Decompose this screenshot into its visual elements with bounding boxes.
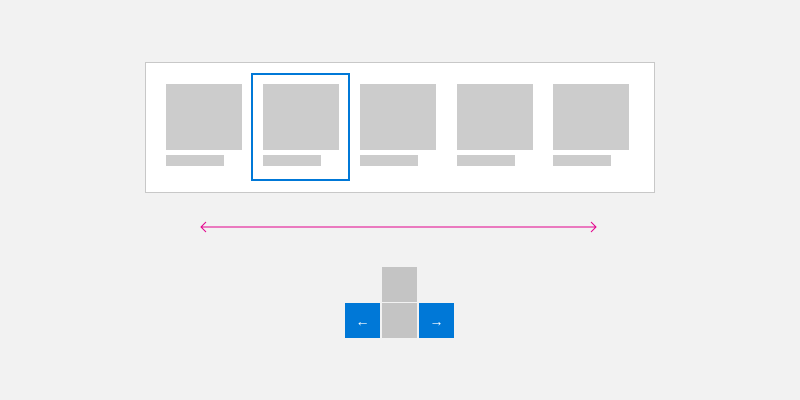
item-thumbnail: [553, 84, 629, 150]
item-thumbnail: [263, 84, 339, 150]
horizontal-list: [145, 62, 655, 193]
up-key: [382, 267, 417, 302]
left-key: ←: [345, 303, 380, 338]
item-label-placeholder: [360, 155, 418, 166]
focus-rectangle: [251, 73, 350, 181]
item-thumbnail: [166, 84, 242, 150]
item-thumbnail: [360, 84, 436, 150]
arrow-left-icon: ←: [355, 312, 370, 329]
item-label-placeholder: [457, 155, 515, 166]
right-key: →: [419, 303, 454, 338]
arrow-right-icon: →: [429, 312, 444, 329]
item-label-placeholder: [553, 155, 611, 166]
down-key: [382, 303, 417, 338]
double-headed-arrow-icon: [200, 221, 597, 233]
item-thumbnail: [457, 84, 533, 150]
item-label-placeholder: [166, 155, 224, 166]
item-label-placeholder: [263, 155, 321, 166]
